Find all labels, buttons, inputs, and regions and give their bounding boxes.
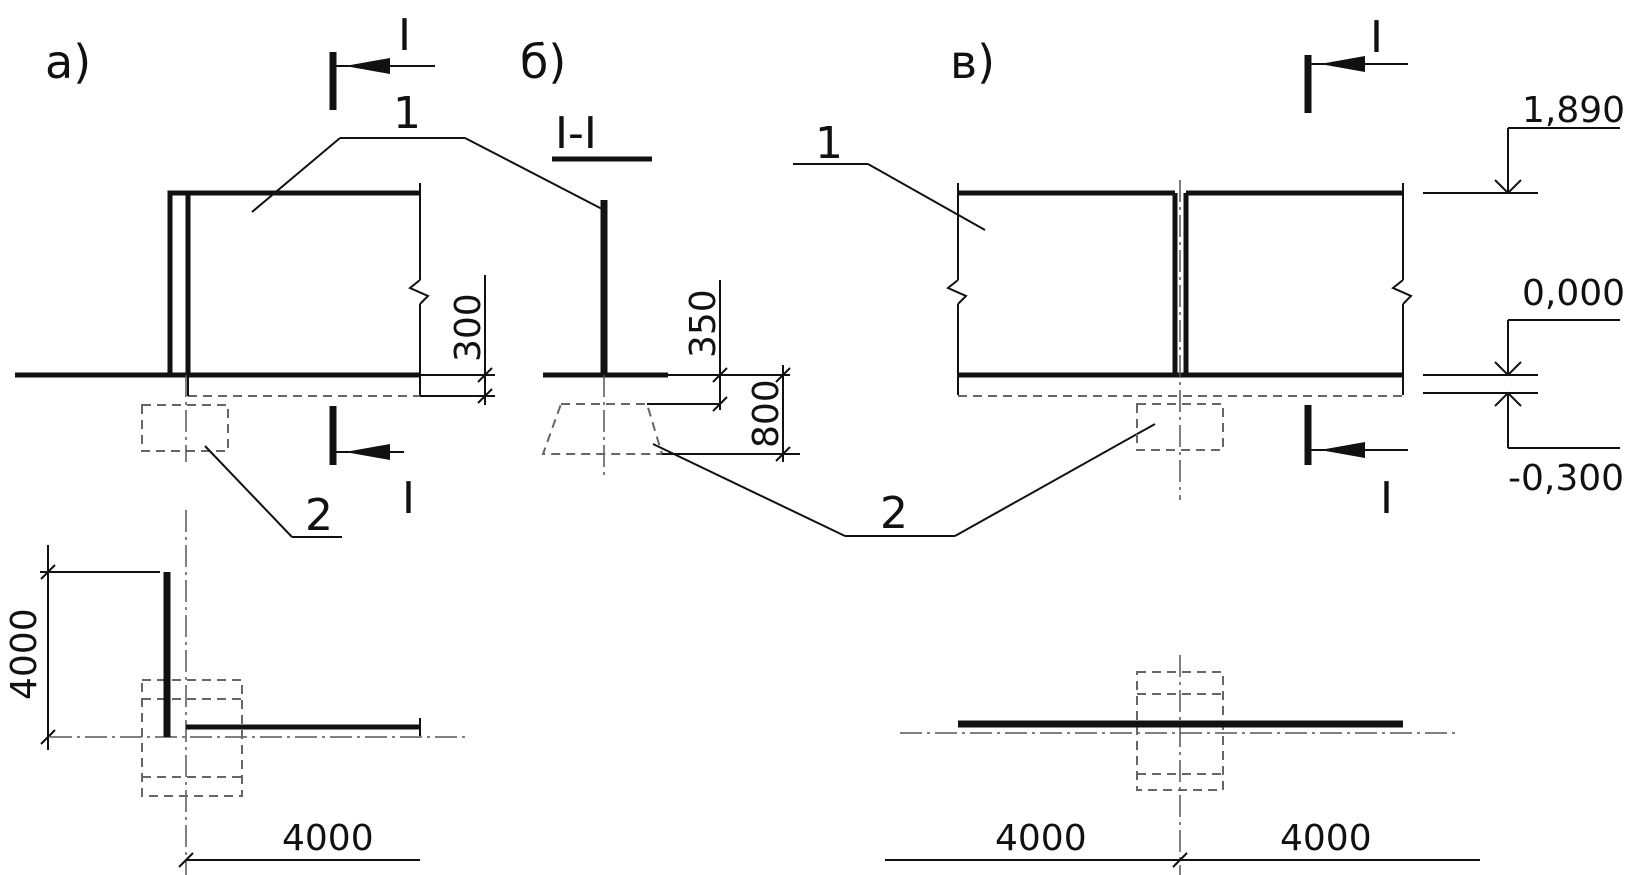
- level-zero: 0,000: [1522, 273, 1625, 314]
- level-bottom: -0,300: [1508, 458, 1624, 499]
- dim-4000-vertical: 4000: [4, 608, 45, 700]
- callout-2-label-shared: 2: [880, 488, 908, 539]
- level-top: 1,890: [1522, 90, 1625, 131]
- callout-2-label: 2: [305, 490, 333, 541]
- panel-a: а) I 1 300 2: [4, 10, 605, 875]
- panel-b: б) I-I 350 800 2: [520, 35, 1156, 539]
- section-arrow-icon: [345, 444, 390, 460]
- section-mark-label-bottom: I: [402, 473, 415, 524]
- dim-4000-horizontal: 4000: [282, 818, 374, 859]
- callout-2-leader-b: [652, 443, 846, 537]
- callout-1-label: 1: [393, 88, 421, 139]
- dim-4000-right: 4000: [1280, 818, 1372, 859]
- section-mark-label-c-bottom: I: [1380, 473, 1393, 524]
- dim-4000-left: 4000: [995, 818, 1087, 859]
- footing-c: [1136, 403, 1224, 451]
- dim-350: 350: [683, 289, 724, 358]
- section-mark-label-c: I: [1370, 12, 1383, 63]
- dim-800: 800: [746, 379, 787, 448]
- callout-1-label-c: 1: [815, 118, 843, 169]
- section-arrow-icon: [1320, 56, 1365, 72]
- callout-2-leader-c: [954, 423, 1156, 537]
- panel-label-b: б): [520, 35, 566, 89]
- callout-1-leader-c: [867, 163, 986, 231]
- dim-300: 300: [448, 293, 489, 362]
- section-arrow-icon: [1320, 442, 1365, 458]
- callout-2-leader: [204, 445, 293, 538]
- section-footing: [541, 403, 664, 455]
- footing: [141, 404, 229, 452]
- callout-1-leader: [251, 137, 341, 213]
- plan-footing-c: [1136, 671, 1224, 791]
- panel-label-c: в): [950, 35, 995, 89]
- break-line: [408, 279, 430, 305]
- section-title: I-I: [555, 108, 597, 159]
- plan-footing: [141, 679, 243, 797]
- column: [167, 190, 191, 378]
- section-arrow-icon: [345, 58, 390, 74]
- section-mark-label: I: [398, 10, 411, 61]
- panel-c: в) I 1 I 1,8: [793, 12, 1625, 875]
- panel-label-a: а): [45, 35, 91, 89]
